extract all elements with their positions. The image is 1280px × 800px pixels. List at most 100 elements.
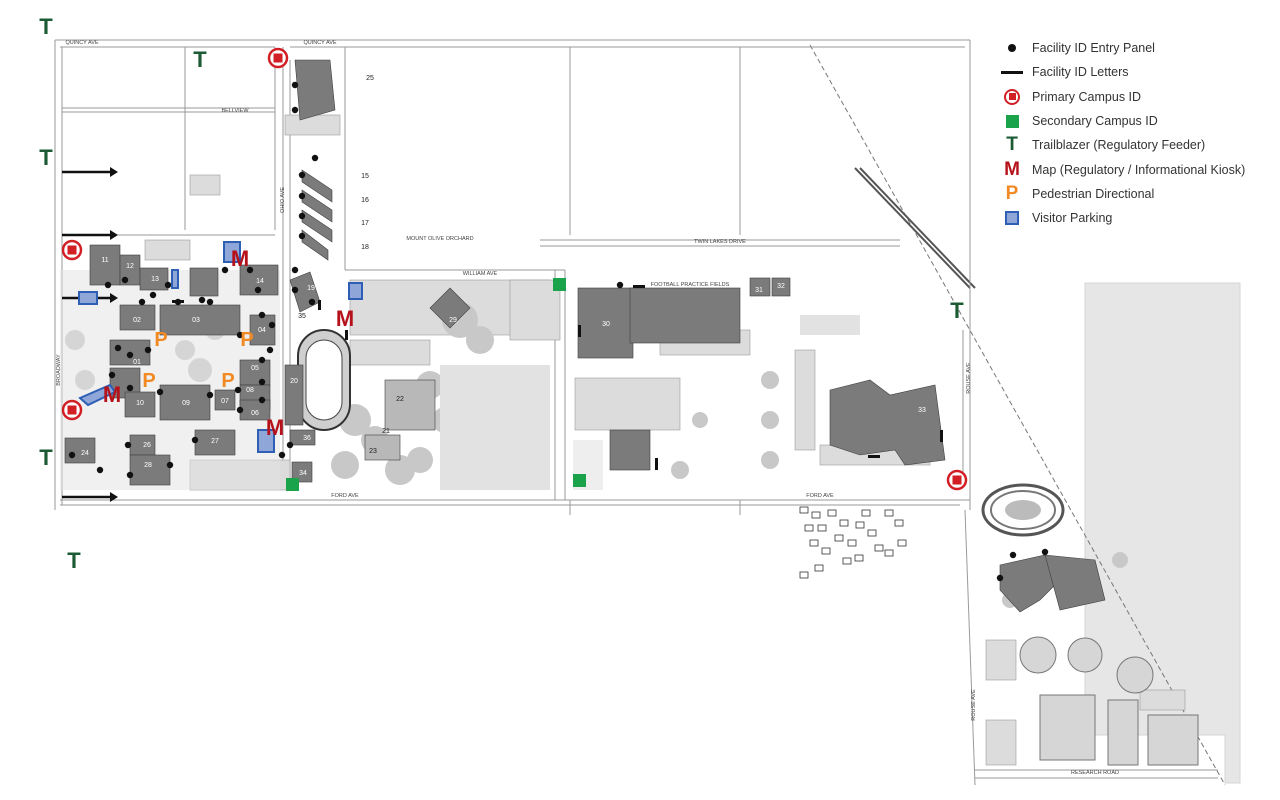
black-bar-icon bbox=[1001, 70, 1023, 74]
legend-item-entry-panel: Facility ID Entry Panel bbox=[998, 36, 1268, 60]
legend-item-primary-id: Primary Campus ID bbox=[998, 85, 1268, 109]
building-04: 04 bbox=[258, 327, 266, 334]
svg-text:M: M bbox=[266, 415, 284, 440]
trailblazer-icon: T bbox=[1006, 134, 1018, 156]
legend-item-trailblazer: T Trailblazer (Regulatory Feeder) bbox=[998, 133, 1268, 157]
building-25: 25 bbox=[366, 75, 374, 82]
building-31: 31 bbox=[755, 287, 763, 294]
building-24: 24 bbox=[81, 450, 89, 457]
secondary-campus-ids bbox=[286, 278, 586, 491]
svg-text:P: P bbox=[240, 329, 253, 351]
svg-text:T: T bbox=[39, 445, 53, 470]
building-15: 15 bbox=[361, 173, 369, 180]
svg-text:FORD AVE: FORD AVE bbox=[806, 493, 834, 499]
black-dot-icon bbox=[1008, 44, 1016, 53]
building-18: 18 bbox=[361, 244, 369, 251]
building-14: 14 bbox=[256, 278, 264, 285]
svg-text:T: T bbox=[39, 14, 53, 39]
svg-text:M: M bbox=[231, 246, 249, 271]
legend-label: Primary Campus ID bbox=[1032, 89, 1142, 104]
svg-text:T: T bbox=[39, 145, 53, 170]
legend-item-pedestrian: P Pedestrian Directional bbox=[998, 182, 1268, 206]
svg-text:FORD AVE: FORD AVE bbox=[331, 493, 359, 499]
legend-item-visitor-parking: Visitor Parking bbox=[998, 206, 1268, 230]
building-17: 17 bbox=[361, 220, 369, 227]
legend-label: Visitor Parking bbox=[1032, 211, 1113, 226]
building-08: 08 bbox=[246, 387, 254, 394]
rail-road-3 bbox=[859, 167, 976, 289]
svg-text:OHIO AVE: OHIO AVE bbox=[280, 187, 286, 213]
building-20: 20 bbox=[290, 378, 298, 385]
trailblazer-markers: T T T T T T bbox=[39, 14, 964, 573]
pedestrian-icon: P bbox=[1005, 182, 1019, 204]
svg-text:TWIN LAKES DRIVE: TWIN LAKES DRIVE bbox=[694, 239, 746, 245]
building-01: 01 bbox=[133, 359, 141, 366]
building-36: 36 bbox=[303, 435, 311, 442]
ball-fields bbox=[1019, 636, 1199, 766]
facility-id-letters bbox=[172, 285, 943, 470]
svg-text:P: P bbox=[154, 329, 167, 351]
building-numbers: 01 02 03 04 05 06 07 08 09 10 11 12 13 1… bbox=[81, 75, 926, 477]
building-33: 33 bbox=[918, 407, 926, 414]
map-kiosk-icon: M bbox=[1004, 158, 1020, 180]
legend-label: Facility ID Entry Panel bbox=[1032, 41, 1155, 56]
svg-text:BROADWAY: BROADWAY bbox=[56, 354, 62, 386]
buildings bbox=[64, 59, 1106, 613]
building-27: 27 bbox=[211, 438, 219, 445]
visitor-parking-markers bbox=[78, 241, 363, 453]
svg-text:FOOTBALL PRACTICE FIELDS: FOOTBALL PRACTICE FIELDS bbox=[651, 282, 730, 288]
building-05: 05 bbox=[251, 365, 259, 372]
building-16: 16 bbox=[361, 197, 369, 204]
svg-text:ROUSE AVE: ROUSE AVE bbox=[971, 689, 977, 721]
svg-text:MOUNT OLIVE ORCHARD: MOUNT OLIVE ORCHARD bbox=[406, 236, 473, 242]
approach-arrows bbox=[62, 167, 118, 502]
building-22: 22 bbox=[396, 396, 404, 403]
svg-text:P: P bbox=[142, 370, 155, 392]
stadium-right bbox=[981, 483, 1065, 537]
building-06: 06 bbox=[251, 410, 259, 417]
legend-label: Secondary Campus ID bbox=[1032, 114, 1158, 129]
blue-square-icon bbox=[1005, 211, 1019, 226]
map-legend: Facility ID Entry Panel Facility ID Lett… bbox=[998, 36, 1268, 230]
svg-text:M: M bbox=[103, 382, 121, 407]
svg-text:QUINCY AVE: QUINCY AVE bbox=[65, 40, 98, 46]
rail-road-2 bbox=[854, 167, 971, 289]
green-square-icon bbox=[1005, 114, 1019, 128]
svg-text:ROUSE AVE: ROUSE AVE bbox=[966, 362, 972, 394]
building-10: 10 bbox=[136, 400, 144, 407]
railroad bbox=[809, 44, 1226, 786]
primary-campus-ids bbox=[61, 47, 968, 491]
svg-text:QUINCY AVE: QUINCY AVE bbox=[303, 40, 336, 46]
svg-text:T: T bbox=[193, 47, 207, 72]
building-02: 02 bbox=[133, 317, 141, 324]
legend-label: Map (Regulatory / Informational Kiosk) bbox=[1032, 162, 1246, 177]
building-29: 29 bbox=[449, 317, 457, 324]
building-28: 28 bbox=[144, 462, 152, 469]
building-09: 09 bbox=[182, 400, 190, 407]
street-labels: QUINCY AVE QUINCY AVE BELLVIEW BROADWAY … bbox=[56, 40, 1119, 776]
building-21: 21 bbox=[382, 428, 390, 435]
svg-text:RESEARCH ROAD: RESEARCH ROAD bbox=[1071, 770, 1119, 776]
building-13: 13 bbox=[151, 276, 159, 283]
svg-text:T: T bbox=[67, 548, 81, 573]
legend-label: Trailblazer (Regulatory Feeder) bbox=[1032, 138, 1206, 153]
red-ring-icon bbox=[1004, 88, 1020, 105]
building-07: 07 bbox=[221, 398, 229, 405]
pedestrian-markers: P P P P bbox=[142, 329, 253, 392]
svg-text:BELLVIEW: BELLVIEW bbox=[221, 108, 249, 114]
building-23: 23 bbox=[369, 448, 377, 455]
facility-id-panels bbox=[68, 81, 1049, 582]
residential-cluster bbox=[799, 506, 907, 579]
map-kiosk-markers: M M M M bbox=[103, 246, 354, 440]
building-30: 30 bbox=[602, 321, 610, 328]
svg-text:T: T bbox=[950, 298, 964, 323]
svg-text:WILLIAM AVE: WILLIAM AVE bbox=[463, 271, 498, 277]
legend-label: Facility ID Letters bbox=[1032, 65, 1129, 80]
svg-text:M: M bbox=[336, 306, 354, 331]
building-32: 32 bbox=[777, 283, 785, 290]
building-03: 03 bbox=[192, 317, 200, 324]
building-12: 12 bbox=[126, 263, 134, 270]
building-26: 26 bbox=[143, 442, 151, 449]
building-11: 11 bbox=[101, 257, 108, 264]
stadium-track bbox=[297, 329, 351, 431]
